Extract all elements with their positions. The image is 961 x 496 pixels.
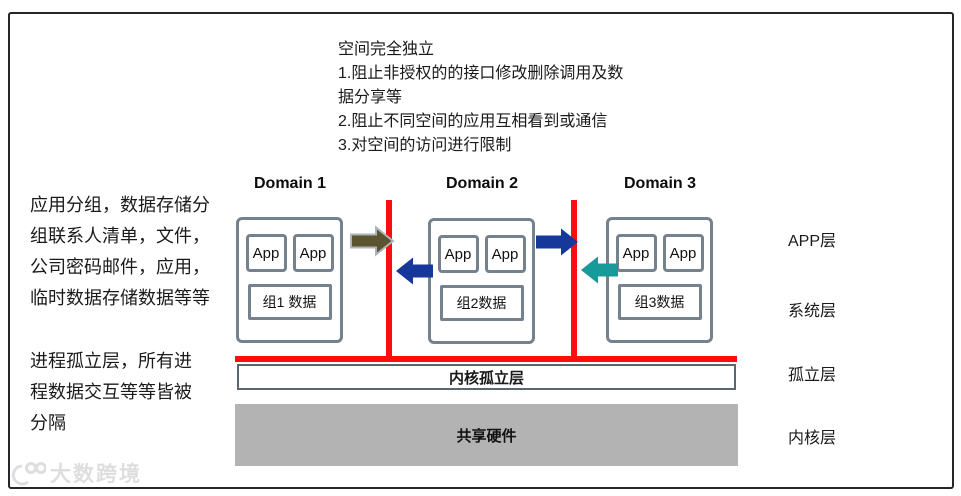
layer-label-kernel: 内核层 (788, 430, 837, 447)
barrier-line-horizontal (235, 356, 737, 362)
kernel-isolation-layer: 内核孤立层 (237, 364, 736, 390)
note-line: 分隔 (30, 413, 66, 433)
layer-label-isolation: 孤立层 (788, 367, 837, 384)
note-line: 3.对空间的访问进行限制 (338, 137, 512, 154)
barrier-line-1 (386, 200, 392, 362)
note-line: 1.阻止非授权的的接口修改删除调用及数 (338, 65, 624, 82)
app-box: App (484, 235, 526, 273)
domain1-box: App App 组1 数据 (236, 217, 343, 343)
note-line: 公司密码邮件，应用， (30, 257, 210, 277)
layer-label-app: APP层 (788, 233, 837, 250)
app-box: App (437, 235, 479, 273)
domain3-data-box: 组3数据 (617, 284, 702, 320)
domain2-title: Domain 2 (445, 175, 518, 192)
domain3-box: App App 组3数据 (606, 217, 713, 343)
app-box: App (292, 234, 334, 272)
note-line: 临时数据存储数据等等 (30, 288, 210, 308)
app-box: App (662, 234, 704, 272)
watermark: 大数跨境 (8, 458, 142, 488)
note-line: 组联系人清单，文件， (30, 226, 210, 246)
barrier-line-2 (571, 200, 577, 362)
note-line: 据分享等 (338, 89, 403, 106)
watermark-text: 大数跨境 (50, 463, 142, 486)
domain3-title: Domain 3 (623, 175, 696, 192)
watermark-logo-icon (11, 462, 46, 486)
app-grouping-note: 应用分组，数据存储分 组联系人清单，文件， 公司密码邮件，应用， 临时数据存储数… (30, 190, 210, 314)
domain1-title: Domain 1 (253, 175, 326, 192)
note-line: 空间完全独立 (338, 41, 435, 58)
domain2-app-row: App App (437, 235, 526, 273)
diagram-frame (8, 12, 954, 489)
domain3-app-row: App App (615, 234, 704, 272)
app-box: App (615, 234, 657, 272)
domain2-data-box: 组2数据 (439, 285, 524, 321)
domain1-app-row: App App (245, 234, 334, 272)
note-line: 进程孤立层，所有进 (30, 351, 192, 371)
note-line: 应用分组，数据存储分 (30, 195, 210, 215)
note-line: 程数据交互等等皆被 (30, 382, 192, 402)
process-isolation-note: 进程孤立层，所有进 程数据交互等等皆被 分隔 (30, 346, 192, 439)
note-line: 2.阻止不同空间的应用互相看到或通信 (338, 113, 608, 130)
isolation-rules-note: 空间完全独立 1.阻止非授权的的接口修改删除调用及数 据分享等 2.阻止不同空间… (338, 38, 623, 158)
layer-label-system: 系统层 (788, 303, 837, 320)
domain1-data-box: 组1 数据 (247, 284, 332, 320)
shared-hardware-layer: 共享硬件 (235, 404, 738, 466)
domain2-box: App App 组2数据 (428, 218, 535, 344)
app-box: App (245, 234, 287, 272)
